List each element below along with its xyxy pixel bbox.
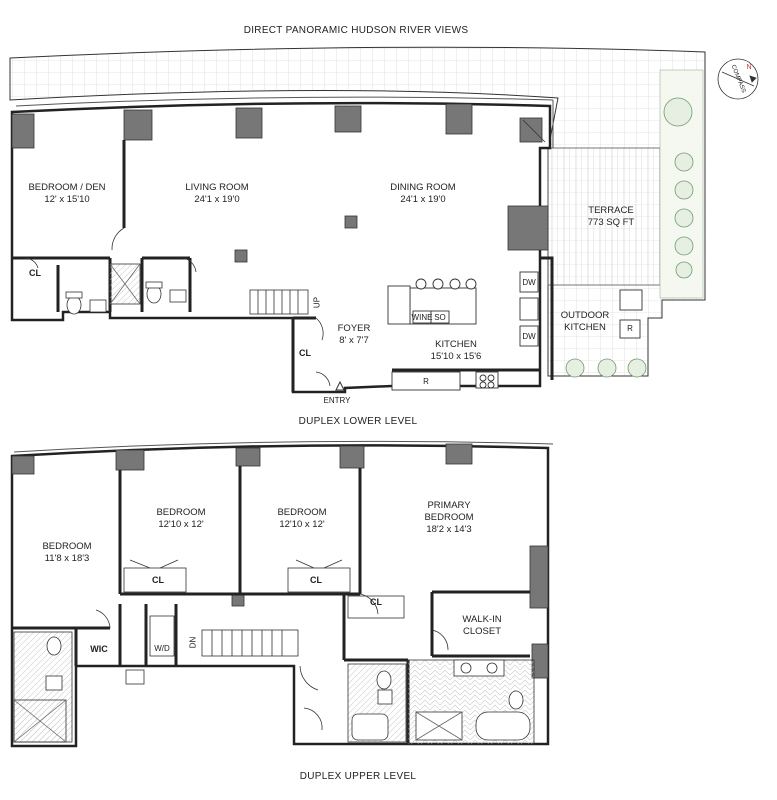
room-name-2: BEDROOM — [424, 512, 474, 523]
columns-upper — [11, 443, 549, 679]
room-name: TERRACE — [588, 205, 634, 216]
closet-foyer-label: CL — [299, 348, 311, 358]
wd-label: W/D — [154, 644, 170, 653]
room-living: LIVING ROOM 24'1 x 19'0 — [185, 182, 248, 206]
room-dims: 18'2 x 14'3 — [426, 524, 472, 535]
room-dims: 24'1 x 19'0 — [194, 194, 240, 205]
room-primary: PRIMARY BEDROOM 18'2 x 14'3 — [424, 500, 473, 536]
room-dining: DINING ROOM 24'1 x 19'0 — [390, 182, 455, 206]
room-name-1: PRIMARY — [427, 500, 471, 511]
room-walk-in: WALK-IN CLOSET — [462, 614, 501, 638]
room-name-1: OUTDOOR — [560, 310, 610, 321]
bath-fixtures-lower — [65, 263, 187, 315]
closet-2-label: CL — [152, 575, 164, 585]
room-name-2: CLOSET — [462, 626, 502, 637]
room-name: LIVING ROOM — [185, 182, 249, 193]
walls-upper — [12, 466, 530, 744]
entry-arrow — [335, 380, 345, 391]
room-name: BEDROOM — [42, 541, 92, 552]
kitchen-fixtures — [387, 271, 643, 391]
stair-upper — [201, 629, 299, 657]
room-name: BEDROOM — [277, 507, 327, 518]
room-bedroom-3: BEDROOM 12'10 x 12' — [277, 507, 326, 531]
closet-primary-label: CL — [370, 597, 382, 607]
wine-label: WINE — [411, 313, 433, 322]
room-name: KITCHEN — [435, 339, 477, 350]
terrace-deck — [547, 147, 661, 286]
room-foyer: FOYER 8' x 7'7 — [338, 323, 371, 347]
caption-views: DIRECT PANORAMIC HUDSON RIVER VIEWS — [243, 25, 469, 36]
caption-lower: DUPLEX LOWER LEVEL — [298, 416, 418, 427]
doors-lower — [23, 119, 546, 387]
compass-north-label: N — [746, 64, 752, 71]
room-dims: 24'1 x 19'0 — [400, 194, 446, 205]
caption-upper: DUPLEX UPPER LEVEL — [299, 771, 417, 782]
fridge-label: R — [423, 377, 429, 386]
doors-upper — [95, 593, 449, 731]
room-dims: 11'8 x 18'3 — [44, 553, 90, 564]
room-bedroom-1: BEDROOM 11'8 x 18'3 — [42, 541, 91, 565]
trees — [565, 97, 694, 378]
room-outdoor-kitchen: OUTDOOR KITCHEN — [561, 310, 610, 334]
room-dims: 12'10 x 12' — [158, 519, 204, 530]
room-name: BEDROOM / DEN — [28, 182, 106, 193]
room-name-2: KITCHEN — [564, 322, 606, 333]
so-label: SO — [434, 313, 446, 322]
wic-label: WIC — [90, 644, 108, 654]
room-dims: 12'10 x 12' — [279, 519, 325, 530]
bath-fixtures-upper — [13, 615, 535, 745]
room-bedroom-2: BEDROOM 12'10 x 12' — [156, 507, 205, 531]
closet-3-label: CL — [310, 575, 322, 585]
stair-up-label: UP — [312, 296, 322, 309]
room-name-1: WALK-IN — [462, 614, 502, 625]
outdoor-fridge-label: R — [627, 324, 633, 333]
room-dims: 15'10 x 15'6 — [430, 351, 482, 362]
closets-upper — [123, 559, 405, 619]
room-dims: 8' x 7'7 — [339, 335, 369, 346]
room-bedroom-den: BEDROOM / DEN 12' x 15'10 — [28, 182, 105, 206]
compass — [717, 58, 759, 100]
stair-down-label: DN — [188, 636, 198, 649]
dw-label-1: DW — [522, 278, 536, 287]
columns-lower — [11, 103, 549, 263]
closet-den-label: CL — [29, 268, 41, 278]
room-name: FOYER — [337, 323, 371, 334]
room-dims: 12' x 15'10 — [44, 194, 90, 205]
room-dims: 773 SQ FT — [587, 217, 635, 228]
room-terrace: TERRACE 773 SQ FT — [588, 205, 634, 229]
dw-label-2: DW — [522, 332, 536, 341]
room-kitchen: KITCHEN 15'10 x 15'6 — [431, 339, 482, 363]
room-name: BEDROOM — [156, 507, 206, 518]
stair-lower — [249, 289, 309, 315]
walls-lower — [12, 140, 554, 392]
entry-label: ENTRY — [323, 396, 351, 405]
room-name: DINING ROOM — [390, 182, 456, 193]
